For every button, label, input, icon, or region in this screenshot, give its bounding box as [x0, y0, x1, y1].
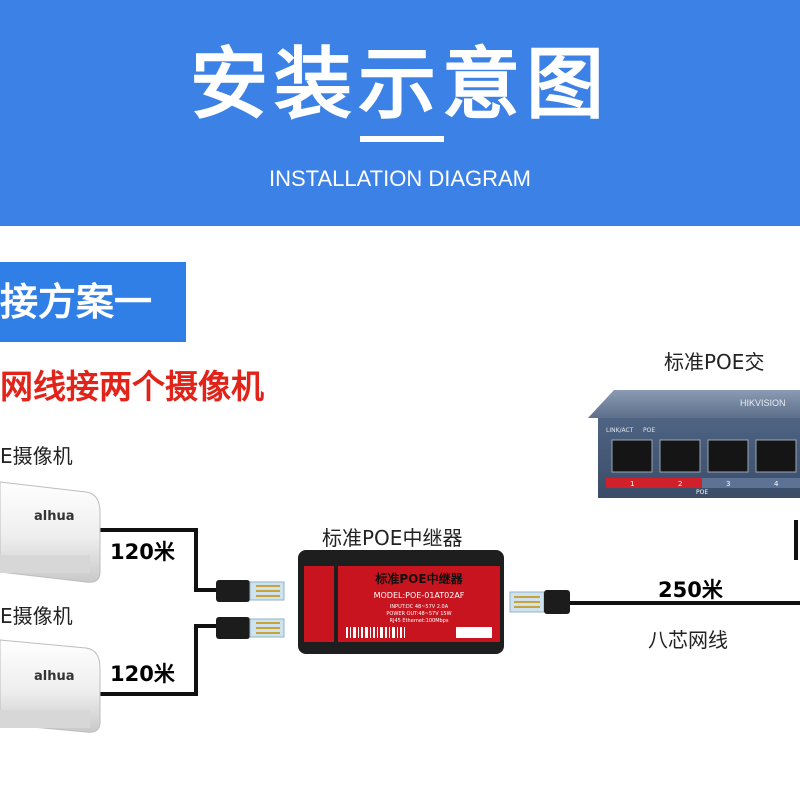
switch-port-4: 4 [774, 480, 779, 488]
camera-2-cable-length: 120米 [110, 662, 175, 686]
camera-cables [95, 520, 800, 696]
camera-1-cable-length: 120米 [110, 540, 175, 564]
switch-brand: HIKVISION [740, 398, 786, 408]
camera-2: alhua [0, 639, 101, 733]
poe-switch: HIKVISION LINK/ACT POE 1 2 3 4 POE [588, 390, 800, 498]
scheme-description: 网线接两个摄像机 [0, 367, 264, 406]
uplink-cable-length: 250米 [658, 578, 723, 602]
uplink-cable-type: 八芯网线 [648, 628, 728, 652]
switch-label: 标准POE交 [664, 350, 765, 374]
switch-port-3: 3 [726, 480, 730, 488]
repeater-face-title: 标准POE中继器 [374, 571, 463, 586]
page-title: 安装示意图 [189, 40, 610, 130]
rj45-connector-2 [216, 617, 285, 639]
repeater-spec-1: INPUT:DC 48~57V 2.0A [390, 604, 449, 610]
repeater-spec-2: POWER OUT:48~57V 15W [386, 611, 451, 617]
scheme-label: 接方案一 [0, 262, 186, 342]
switch-ports [606, 439, 800, 488]
rj45-connector-uplink [509, 590, 570, 614]
camera-2-brand: alhua [34, 669, 75, 684]
camera-1-label: E摄像机 [0, 444, 73, 468]
poe-repeater: 标准POE中继器 MODEL:POE-01AT02AF INPUT:DC 48~… [298, 550, 504, 654]
camera-1: alhua [0, 481, 101, 583]
switch-port-tag-poe: POE [643, 427, 655, 434]
switch-port-1: 1 [630, 480, 634, 488]
switch-port-bar-label: POE [696, 489, 708, 496]
header-banner: 安装示意图 INSTALLATION DIAGRAM [0, 0, 800, 226]
repeater-spec-3: RJ45 Ethernet:100Mbps [390, 618, 449, 624]
repeater-label: 标准POE中继器 [322, 526, 463, 550]
rj45-connector-1 [216, 580, 285, 602]
repeater-barcode [346, 627, 405, 638]
switch-port-tag-link: LINK/ACT [606, 427, 634, 434]
title-divider [360, 136, 444, 142]
camera-1-brand: alhua [34, 509, 75, 524]
cable-camera-2 [95, 624, 222, 696]
page-subtitle: INSTALLATION DIAGRAM [268, 166, 531, 191]
repeater-model: MODEL:POE-01AT02AF [374, 591, 465, 600]
switch-port-2: 2 [678, 480, 682, 488]
camera-2-label: E摄像机 [0, 604, 73, 628]
cable-camera-1 [95, 528, 222, 592]
